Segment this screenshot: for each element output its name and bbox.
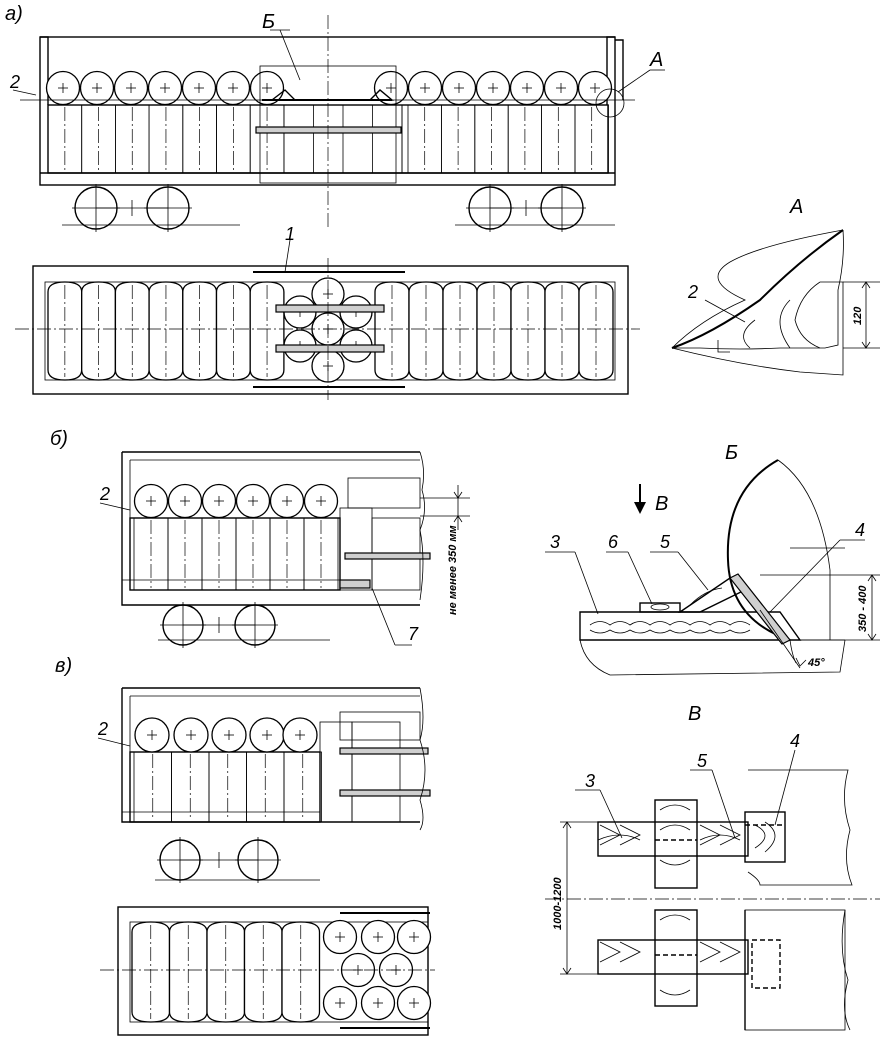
view-b-side <box>99 451 470 648</box>
callout-2-view-v: 2 <box>97 719 108 739</box>
log-bundle-cell <box>574 104 609 174</box>
log-bundle <box>131 921 321 1023</box>
view-v-side <box>97 687 431 883</box>
detail-a-dimension: 120 <box>852 306 864 325</box>
view-arrow-v-label: В <box>655 493 668 515</box>
callout-7: 7 <box>408 624 419 644</box>
callout-3-detail-b: 3 <box>550 532 560 552</box>
stacked-log-bundles <box>133 751 322 823</box>
top-row-logs <box>45 70 613 106</box>
detail-v-width-dimension: 1000-1200 <box>552 877 564 930</box>
callout-1: 1 <box>285 224 295 244</box>
view-v-plan <box>100 906 435 1036</box>
callout-4-detail-v: 4 <box>790 731 800 751</box>
detail-b <box>545 459 880 676</box>
view-v-label: в) <box>55 655 72 677</box>
detail-b-angle-dimension: 45° <box>807 657 825 669</box>
callout-2-detail-a: 2 <box>687 282 698 302</box>
detail-v-title: В <box>688 703 701 725</box>
log-bundle-cell <box>283 751 322 823</box>
log-bundle-right <box>374 281 614 381</box>
wedge-block <box>269 89 394 101</box>
log-bundle-cell <box>303 517 339 591</box>
detail-b-title: Б <box>725 442 738 464</box>
view-b-label: б) <box>50 428 68 450</box>
callout-6: 6 <box>608 532 619 552</box>
stacked-log-bundles <box>133 517 339 591</box>
detail-a-marker-circle <box>595 88 625 118</box>
view-a-label: а) <box>5 3 23 25</box>
callout-5-detail-v: 5 <box>697 751 708 771</box>
wire-tie-rod <box>255 126 402 134</box>
base-timber-3 <box>579 611 802 641</box>
detail-a-callout: А <box>649 49 663 71</box>
cleat-6 <box>639 602 681 613</box>
view-a-plan <box>15 239 640 400</box>
view-b-gap-dimension: не менее 350 мм <box>447 525 459 615</box>
detail-a <box>671 229 880 376</box>
detail-b-height-dimension: 350 - 400 <box>857 585 869 632</box>
log-bundle-left <box>47 281 285 381</box>
bogie-wheels <box>157 837 281 883</box>
view-a-side-elevation <box>12 15 665 232</box>
detail-b-callout: Б <box>262 11 275 33</box>
detail-a-title: А <box>789 196 803 218</box>
bogie-wheels <box>160 602 278 648</box>
callout-5-detail-b: 5 <box>660 532 671 552</box>
callout-4-detail-b: 4 <box>855 520 865 540</box>
bogie-wheels <box>72 184 586 232</box>
detail-v <box>545 749 880 1031</box>
end-logs <box>322 919 432 1021</box>
top-row-logs <box>133 483 339 519</box>
wire-pad-4 <box>729 573 791 645</box>
callout-3-detail-v: 3 <box>585 771 595 791</box>
callout-2-view-b: 2 <box>99 484 110 504</box>
callout-2-view-a: 2 <box>9 72 20 92</box>
top-row-logs <box>134 717 318 753</box>
